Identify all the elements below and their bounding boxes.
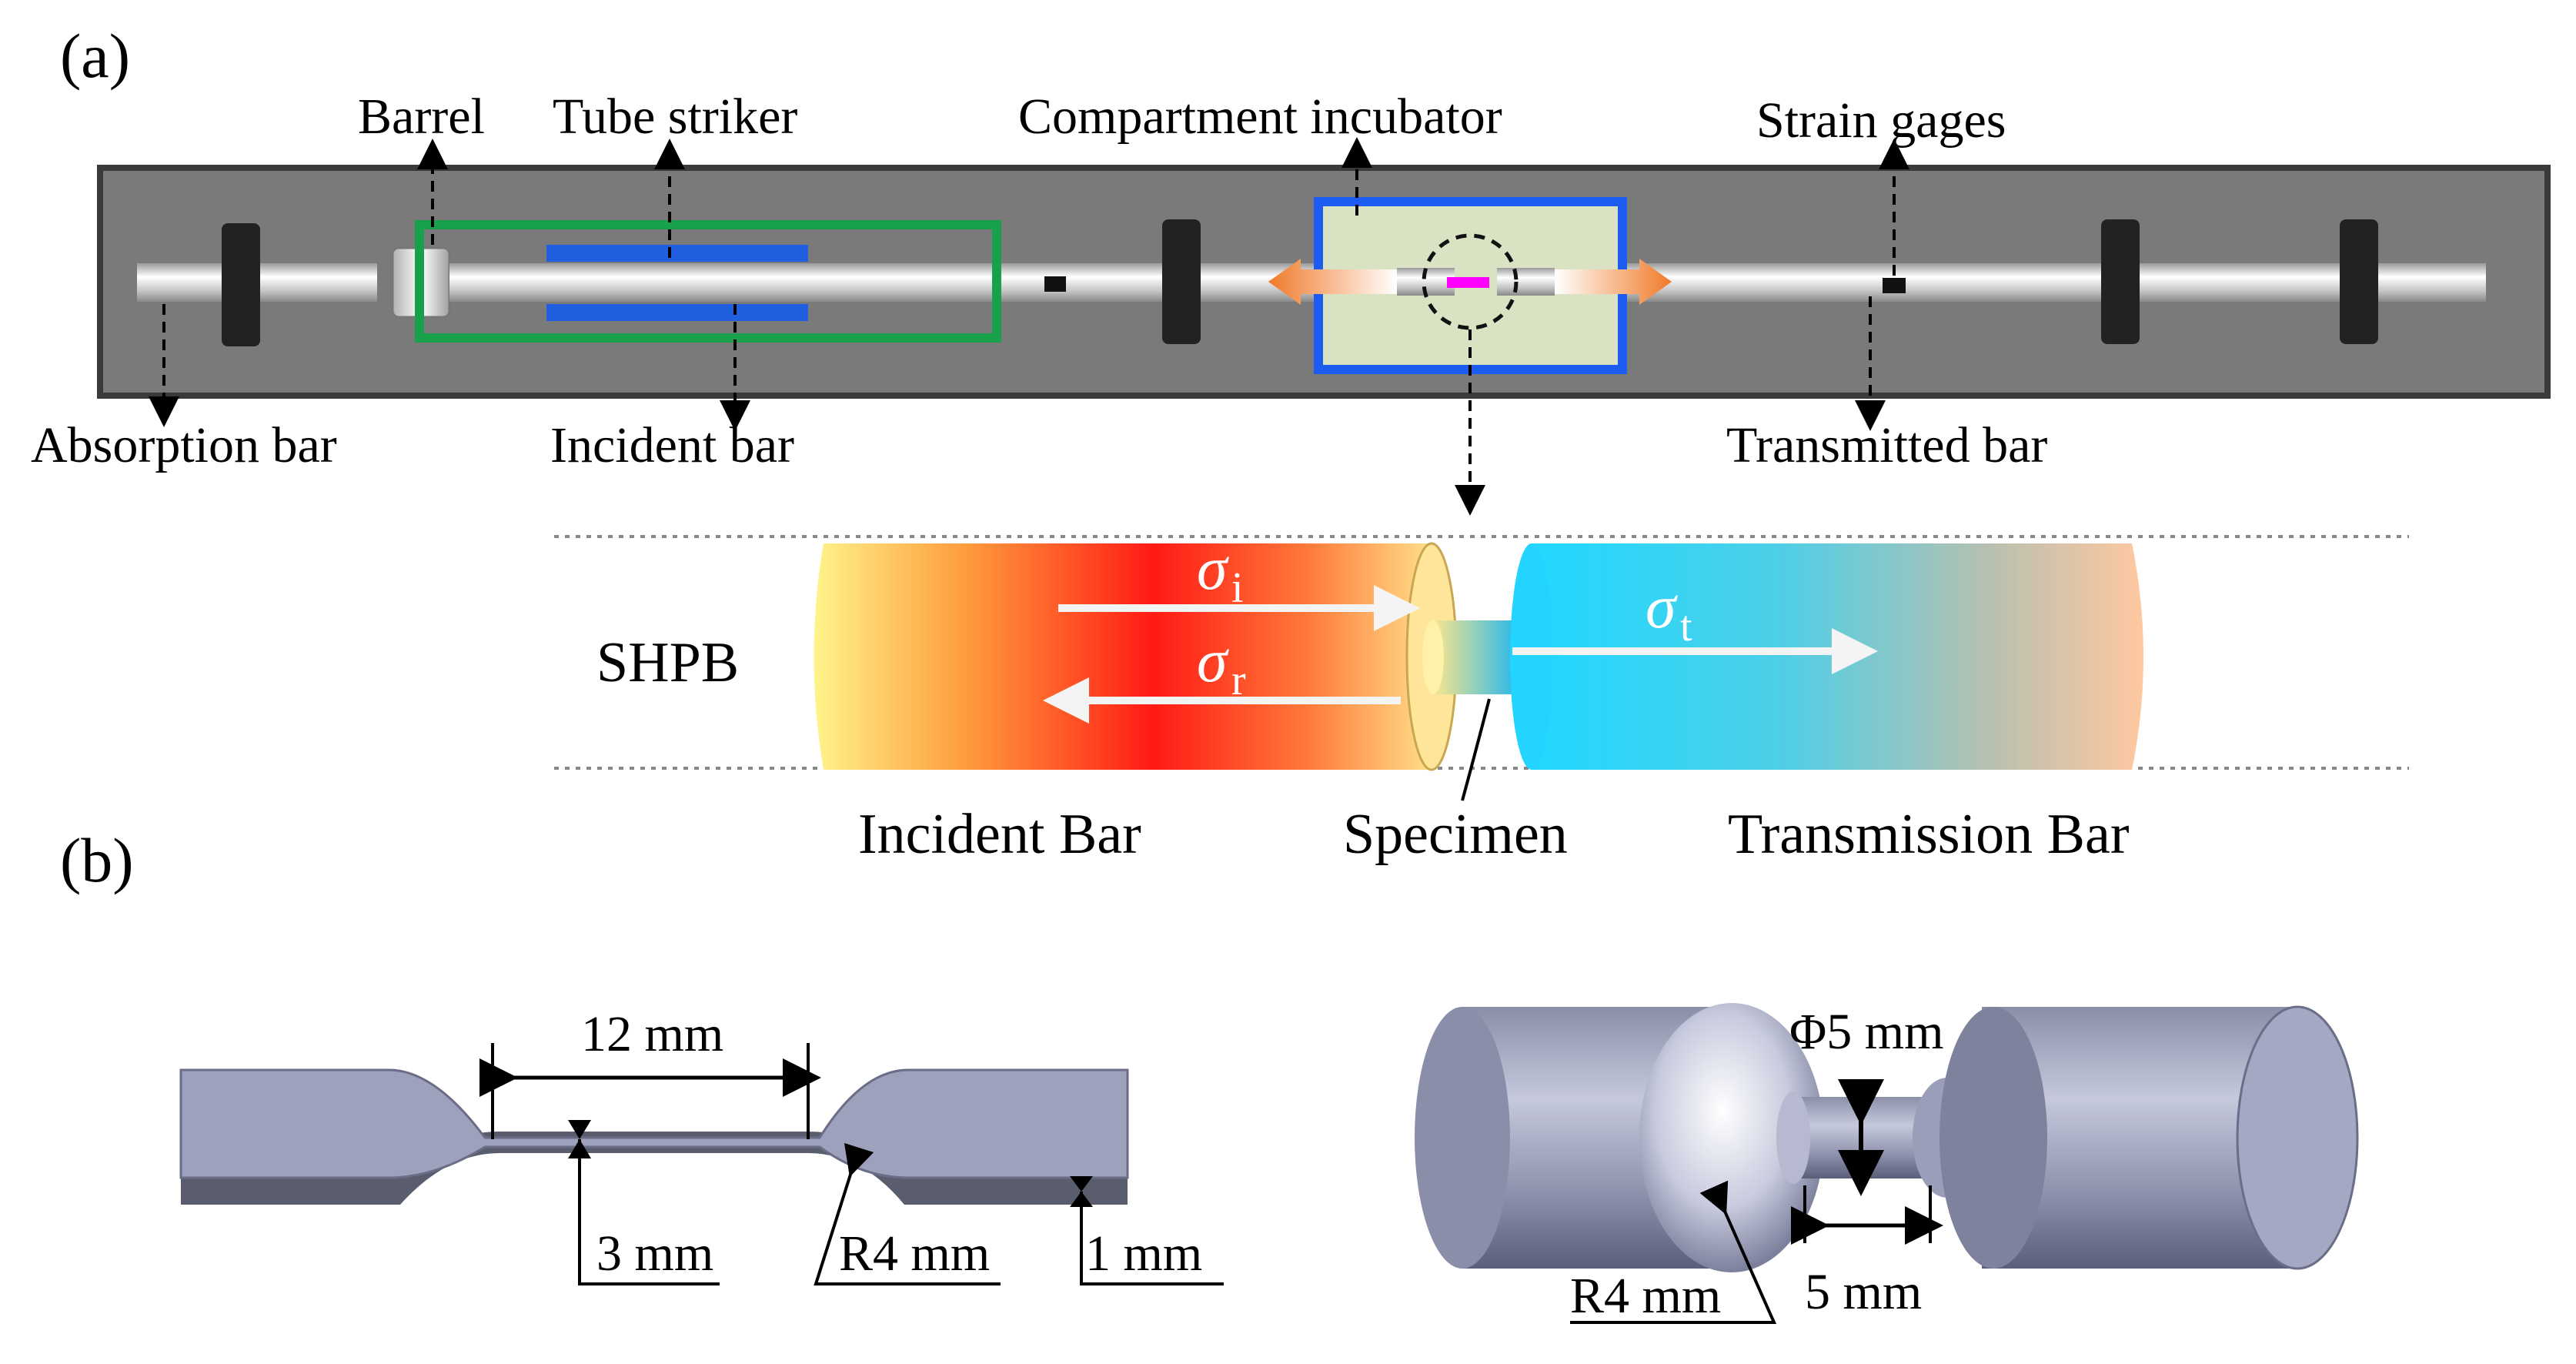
label-tube-striker: Tube striker [553, 89, 797, 145]
specimen-marker [1447, 277, 1489, 288]
shpb-transmission-bar [1532, 543, 2143, 770]
support-4 [2340, 219, 2378, 344]
sigma-r-symbol: r [1231, 657, 1246, 704]
flat-thickness-leader [1080, 1192, 1224, 1285]
label-shpb-incident-bar: Incident Bar [858, 803, 1141, 866]
shpb-transmission-bar-end [1510, 543, 1553, 770]
round-gauge-length-label: 5 mm [1805, 1264, 1922, 1320]
flat-gauge-length: 12 mm [581, 1006, 723, 1062]
shpb-title: SHPB [596, 631, 739, 694]
flat-width-label: 3 mm [596, 1225, 713, 1282]
round-right-face-left [1940, 1007, 2047, 1269]
label-incident-bar: Incident bar [550, 417, 794, 473]
sigma-t-symbol: σ [1645, 573, 1678, 641]
round-left-cylinder-cap [1415, 1007, 1510, 1269]
specimen-pointer [1461, 698, 1491, 801]
label-absorption-bar: Absorption bar [31, 417, 337, 473]
incubator-arrow-left [1268, 259, 1397, 305]
round-right-cylinder-face [2236, 1005, 2359, 1270]
shpb-incident-bar [814, 543, 1432, 770]
strain-gage-incident [1044, 276, 1066, 292]
incident-bar-rod [449, 263, 1419, 302]
label-strain-gages: Strain gages [1756, 92, 2006, 149]
label-shpb-transmission-bar: Transmission Bar [1728, 803, 2130, 866]
label-barrel: Barrel [358, 89, 485, 145]
round-radius-label: R4 mm [1570, 1268, 1721, 1324]
flat-radius-label: R4 mm [839, 1225, 990, 1282]
sigma-i-sub: i [1231, 564, 1244, 612]
sigma-i-symbol: σ [1197, 535, 1229, 603]
panel-b-label: (b) [60, 825, 134, 895]
label-transmitted-bar: Transmitted bar [1726, 417, 2047, 473]
flat-radius-leader [814, 1142, 1001, 1285]
flat-specimen-top [179, 1068, 1129, 1179]
barrel-frame [415, 220, 1001, 343]
sigma-r-sigma: σ [1197, 627, 1229, 695]
sigma-t-sub: t [1680, 603, 1692, 650]
panel-a-label: (a) [60, 21, 130, 91]
flat-width-leader [578, 1139, 720, 1285]
round-diameter-label: Φ5 mm [1789, 1004, 1943, 1060]
round-radius-leader [1570, 1180, 1777, 1324]
strain-gage-transmitted [1883, 278, 1906, 293]
round-gauge-collar [1776, 1092, 1810, 1184]
round-bulb [1639, 1003, 1824, 1272]
shpb-specimen-face [1422, 620, 1444, 694]
tube-striker-top [546, 245, 808, 262]
label-compartment-incubator: Compartment incubator [1018, 89, 1502, 145]
support-3 [2101, 219, 2140, 344]
label-shpb-specimen: Specimen [1343, 803, 1568, 866]
flat-specimen-side [181, 1132, 1128, 1205]
support-1 [222, 223, 260, 346]
flat-thickness-label: 1 mm [1085, 1225, 1202, 1282]
specimen-zoom-circle [1422, 233, 1519, 330]
transmitted-bar-rod [1562, 263, 2486, 302]
tube-striker-bottom [546, 304, 808, 321]
support-2 [1162, 219, 1201, 344]
incubator-arrow-right [1555, 259, 1672, 305]
shpb-specimen [1432, 620, 1516, 694]
incubator-bar-right [1497, 268, 1555, 296]
